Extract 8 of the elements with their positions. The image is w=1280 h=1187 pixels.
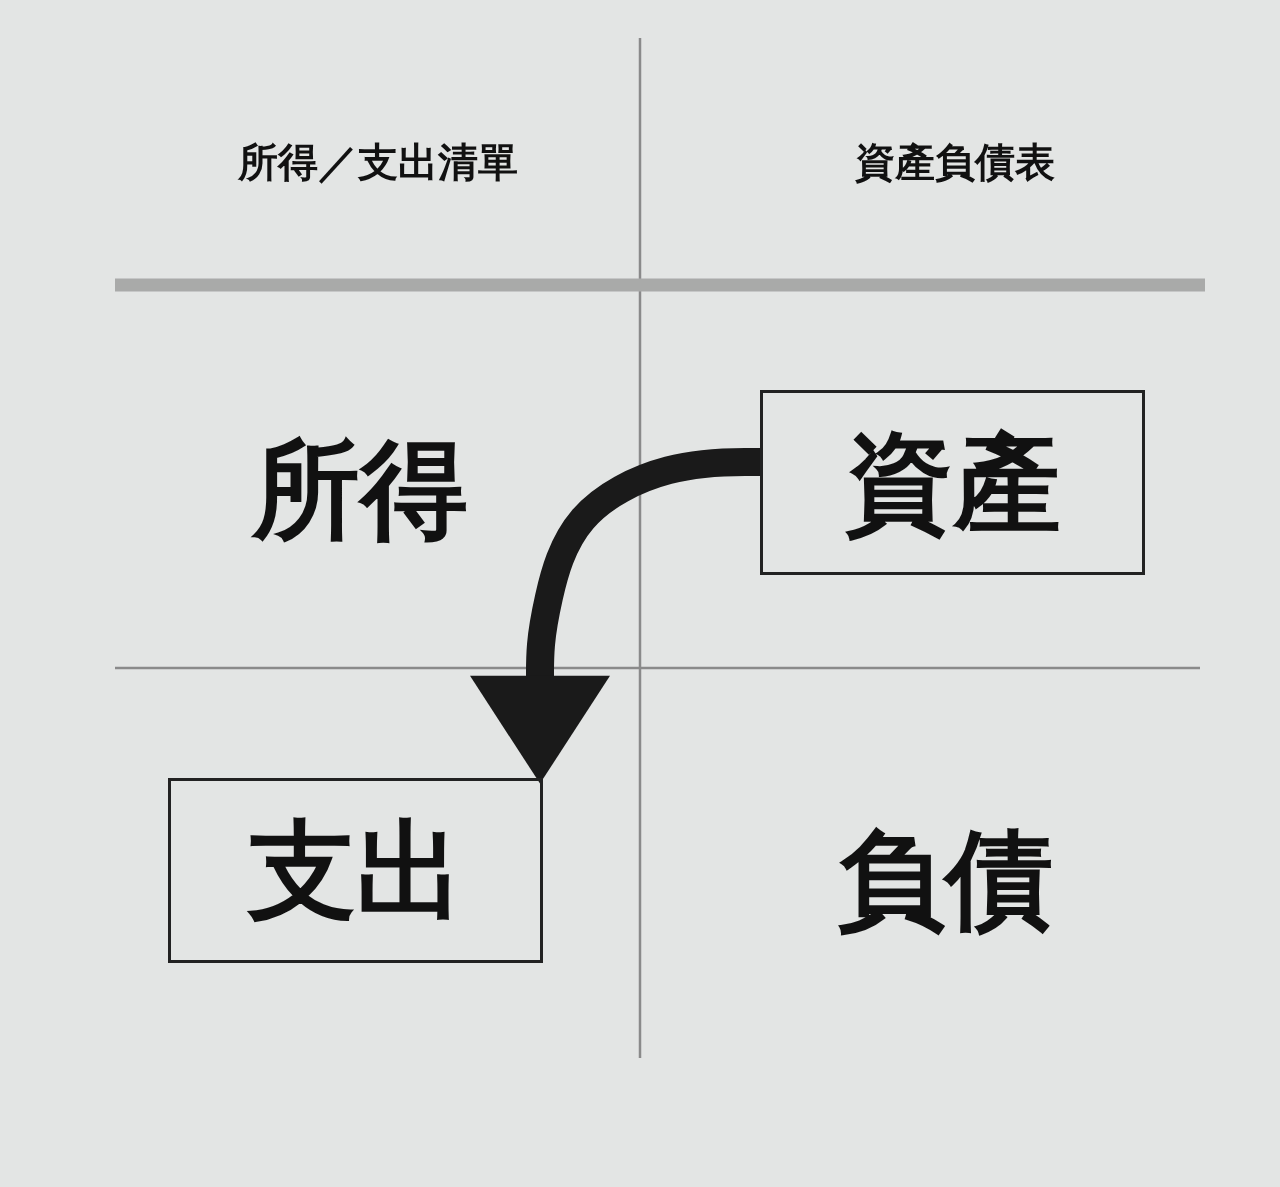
column-heading: 所得／支出清單 bbox=[238, 142, 518, 182]
curved-arrow bbox=[470, 448, 760, 784]
category-label: 負債 bbox=[837, 826, 1053, 934]
box-label: 支出 bbox=[247, 816, 464, 925]
column-heading: 資產負債表 bbox=[855, 142, 1055, 182]
text-box bbox=[760, 390, 1145, 575]
text-box bbox=[168, 778, 543, 963]
category-label: 所得 bbox=[252, 436, 468, 544]
